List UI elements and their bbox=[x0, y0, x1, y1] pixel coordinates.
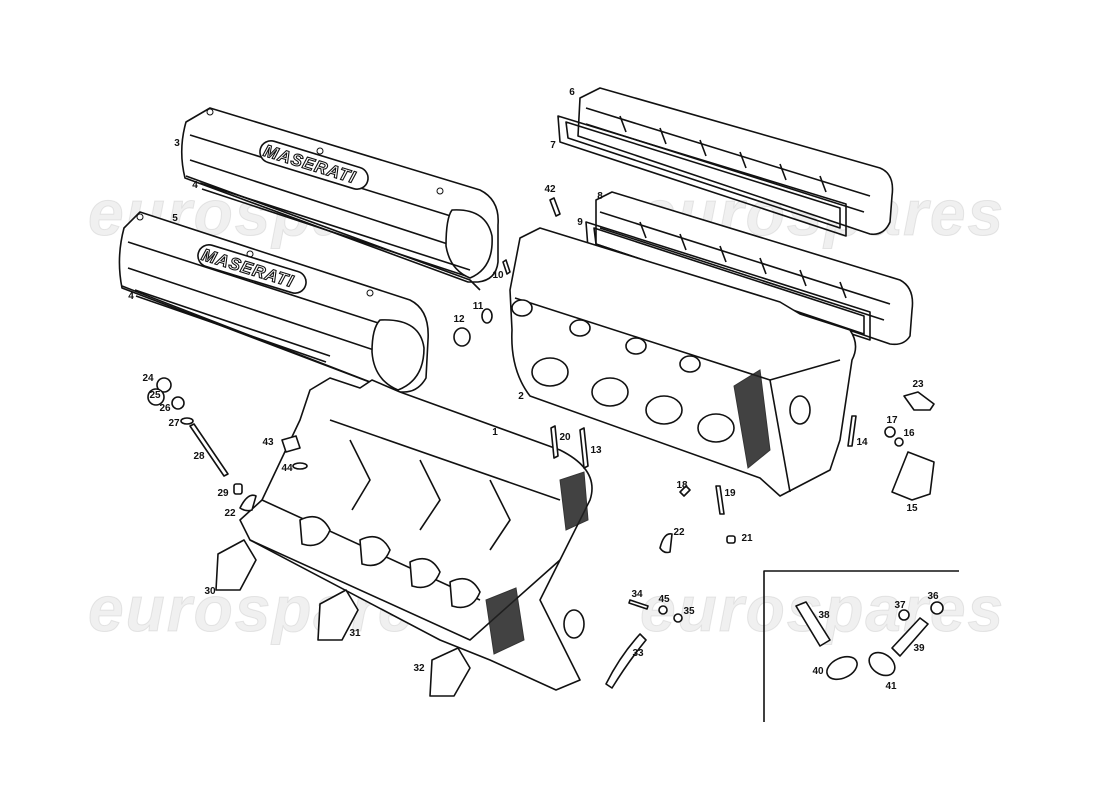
part-label-p16[interactable]: 16 bbox=[903, 428, 915, 439]
part-label-p33[interactable]: 33 bbox=[632, 648, 644, 659]
cap-32-icon[interactable] bbox=[429, 647, 471, 697]
part-label-p4b[interactable]: 4 bbox=[128, 291, 134, 302]
part-label-p45[interactable]: 45 bbox=[658, 594, 670, 605]
nut-36-icon[interactable] bbox=[930, 601, 944, 615]
nut-35-icon[interactable] bbox=[673, 613, 683, 623]
part-label-p12[interactable]: 12 bbox=[453, 314, 465, 325]
part-label-p13[interactable]: 13 bbox=[590, 445, 602, 456]
part-label-p32[interactable]: 32 bbox=[413, 663, 425, 674]
part-label-p18[interactable]: 18 bbox=[676, 480, 688, 491]
part-label-p27[interactable]: 27 bbox=[168, 418, 180, 429]
cam-cover-6[interactable] bbox=[577, 87, 894, 236]
valve-guide-38-icon[interactable] bbox=[795, 601, 831, 647]
cylinder-head-1[interactable] bbox=[239, 377, 593, 691]
part-label-p35[interactable]: 35 bbox=[683, 606, 695, 617]
detail-inset bbox=[763, 570, 959, 722]
gasket-7[interactable] bbox=[557, 115, 847, 237]
nut-21-icon[interactable] bbox=[726, 535, 736, 544]
part-label-p42[interactable]: 42 bbox=[544, 184, 556, 195]
dowel-42-icon[interactable] bbox=[549, 197, 561, 217]
gasket-4-lower[interactable] bbox=[134, 289, 331, 363]
part-label-p11[interactable]: 11 bbox=[472, 301, 484, 312]
part-label-p2[interactable]: 2 bbox=[518, 391, 524, 402]
part-label-p10[interactable]: 10 bbox=[492, 270, 504, 281]
stud-34-icon[interactable] bbox=[628, 599, 649, 610]
part-label-p28[interactable]: 28 bbox=[193, 451, 205, 462]
part-label-p36[interactable]: 36 bbox=[927, 591, 939, 602]
gasket-9[interactable] bbox=[585, 221, 871, 341]
part-label-p26[interactable]: 26 bbox=[159, 403, 171, 414]
dowel-10-icon[interactable] bbox=[502, 259, 511, 275]
part-label-p15[interactable]: 15 bbox=[906, 503, 918, 514]
cam-cover-3[interactable]: MASERATI bbox=[180, 107, 499, 291]
part-label-p17[interactable]: 17 bbox=[886, 415, 898, 426]
gasket-4-upper[interactable] bbox=[199, 182, 471, 277]
nut-26-icon[interactable] bbox=[171, 396, 185, 410]
washer-44-icon[interactable] bbox=[292, 462, 308, 470]
part-label-p41[interactable]: 41 bbox=[885, 681, 897, 692]
part-label-p25[interactable]: 25 bbox=[149, 390, 161, 401]
washer-27-icon[interactable] bbox=[180, 417, 194, 425]
stud-19-icon[interactable] bbox=[715, 485, 725, 515]
seat-41-icon[interactable] bbox=[865, 648, 899, 680]
ring-11-icon[interactable] bbox=[481, 308, 493, 324]
part-label-p8[interactable]: 8 bbox=[597, 191, 603, 202]
bush-29-icon[interactable] bbox=[233, 483, 243, 495]
nut-24-icon[interactable] bbox=[156, 377, 172, 393]
part-label-p24[interactable]: 24 bbox=[142, 373, 154, 384]
part-label-p21[interactable]: 21 bbox=[741, 533, 753, 544]
part-label-p31[interactable]: 31 bbox=[349, 628, 361, 639]
cap-31-icon[interactable] bbox=[317, 589, 359, 641]
part-label-p20[interactable]: 20 bbox=[559, 432, 571, 443]
part-label-p3[interactable]: 3 bbox=[174, 138, 180, 149]
stud-28-icon[interactable] bbox=[189, 423, 229, 477]
part-label-p19[interactable]: 19 bbox=[724, 488, 736, 499]
part-label-p4a[interactable]: 4 bbox=[192, 180, 198, 191]
stud-13-icon[interactable] bbox=[579, 427, 589, 469]
strap-33-icon[interactable] bbox=[605, 633, 647, 689]
part-label-p37[interactable]: 37 bbox=[894, 600, 906, 611]
cap-30-icon[interactable] bbox=[215, 539, 257, 591]
part-label-p6[interactable]: 6 bbox=[569, 87, 575, 98]
seal-22-right-icon[interactable] bbox=[659, 532, 673, 554]
part-label-p44[interactable]: 44 bbox=[281, 463, 293, 474]
part-label-p43[interactable]: 43 bbox=[262, 437, 274, 448]
part-label-p29[interactable]: 29 bbox=[217, 488, 229, 499]
union-23-icon[interactable] bbox=[903, 391, 935, 411]
part-label-p22b[interactable]: 22 bbox=[224, 508, 236, 519]
part-label-p23[interactable]: 23 bbox=[912, 379, 924, 390]
valve-guide-39-icon[interactable] bbox=[891, 617, 929, 657]
part-label-p7[interactable]: 7 bbox=[550, 140, 556, 151]
part-label-p40[interactable]: 40 bbox=[812, 666, 824, 677]
washer-16-icon[interactable] bbox=[894, 437, 904, 447]
cam-cover-5[interactable]: MASERATI bbox=[118, 211, 429, 403]
nut-17-icon[interactable] bbox=[884, 426, 896, 438]
part-label-p38[interactable]: 38 bbox=[818, 610, 830, 621]
seal-22-left-icon[interactable] bbox=[239, 494, 257, 512]
part-label-p30[interactable]: 30 bbox=[204, 586, 216, 597]
ring-12-icon[interactable] bbox=[453, 327, 471, 347]
plate-15-icon[interactable] bbox=[891, 451, 935, 501]
stud-20-icon[interactable] bbox=[550, 425, 559, 459]
part-label-p22a[interactable]: 22 bbox=[673, 527, 685, 538]
washer-37-icon[interactable] bbox=[898, 609, 910, 621]
part-label-p39[interactable]: 39 bbox=[913, 643, 925, 654]
washer-45-icon[interactable] bbox=[658, 605, 668, 615]
part-label-p1[interactable]: 1 bbox=[492, 427, 498, 438]
part-label-p34[interactable]: 34 bbox=[631, 589, 643, 600]
plug-18-icon[interactable] bbox=[679, 485, 691, 497]
part-label-p5[interactable]: 5 bbox=[172, 213, 178, 224]
part-label-p9[interactable]: 9 bbox=[577, 217, 583, 228]
stud-14-icon[interactable] bbox=[847, 415, 857, 447]
seat-40-icon[interactable] bbox=[823, 652, 860, 684]
cylinder-head-2[interactable] bbox=[509, 227, 857, 497]
nut-25-icon[interactable] bbox=[147, 388, 165, 406]
part-label-p14[interactable]: 14 bbox=[856, 437, 868, 448]
plug-43-icon[interactable] bbox=[281, 435, 301, 453]
